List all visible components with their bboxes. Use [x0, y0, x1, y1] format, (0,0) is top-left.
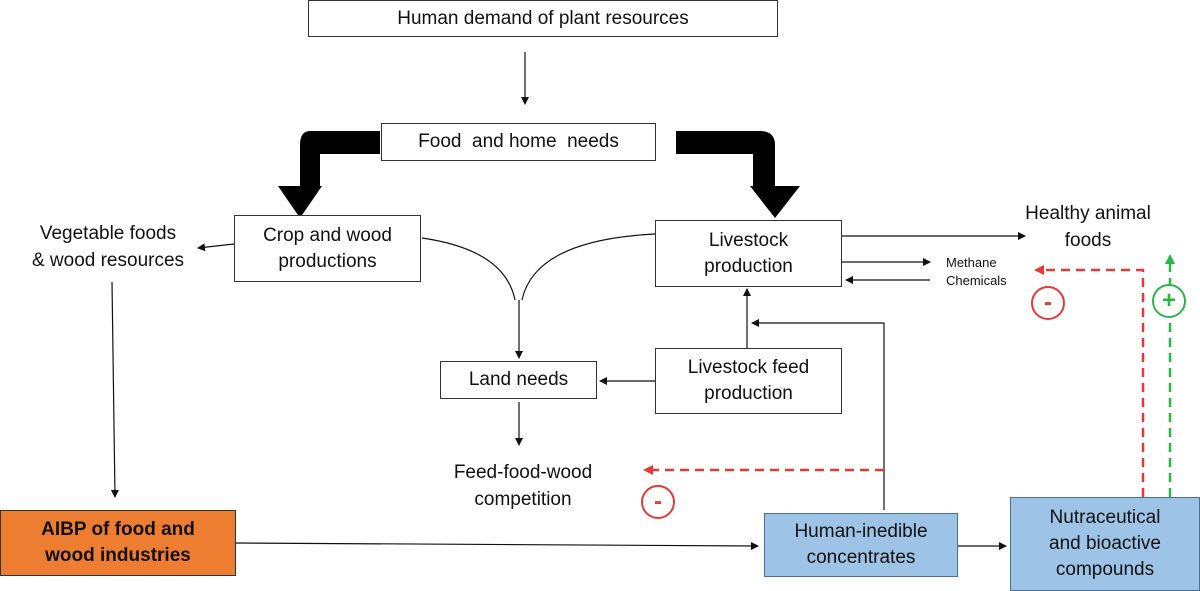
curve-livestock-to-land: [521, 233, 656, 301]
heavy-arrow-right: [676, 131, 800, 218]
heavy-arrow-left: [278, 131, 380, 218]
plus-sign-healthy: +: [1152, 284, 1186, 318]
minus-sign-chemicals: -: [1031, 286, 1065, 320]
minus-sign-competition: -: [641, 485, 675, 519]
arrow-inedible-to-livestock: [751, 319, 885, 510]
healthy-animal-foods-label: Healthy animal foods: [1025, 203, 1151, 251]
livestock-production-box: Livestock production: [655, 220, 842, 287]
chemicals-label: Chemicals: [946, 273, 1007, 288]
methane-label: Methane: [946, 255, 997, 270]
land-needs-box: Land needs: [440, 361, 597, 399]
crop-wood-label: Crop and wood productions: [263, 224, 392, 272]
arrow-vegetable-to-aibp: [110, 281, 119, 498]
food-home-needs-label: Food and home needs: [418, 131, 619, 152]
arrow-crop-to-vegetable: [197, 243, 235, 252]
vegetable-foods-label: Vegetable foods & wood resources: [31, 223, 185, 271]
nutraceutical-box: Nutraceutical and bioactive compounds: [1010, 497, 1200, 591]
plus-sign-healthy-text: +: [1161, 287, 1176, 314]
livestock-feed-label: Livestock feed production: [687, 357, 810, 404]
land-needs-label: Land needs: [468, 369, 569, 390]
arrow-aibp-to-inedible: [235, 541, 759, 550]
livestock-production-label: Livestock production: [704, 229, 793, 277]
aibp-box: AIBP of food and wood industries: [0, 510, 236, 576]
food-home-needs-box: Food and home needs: [381, 123, 656, 161]
crop-wood-box: Crop and wood productions: [234, 215, 421, 282]
nutraceutical-label: Nutraceutical and bioactive compounds: [1049, 507, 1161, 580]
curve-crop-to-land: [421, 237, 516, 301]
inedible-concentrates-label: Human-inedible concentrates: [794, 521, 928, 568]
competition-label: Feed-food-wood competition: [453, 462, 593, 510]
human-demand-label: Human demand of plant resources: [397, 7, 689, 29]
minus-sign-competition-text: -: [654, 488, 662, 515]
red-dashed-to-chemicals: [1034, 265, 1145, 497]
human-demand-box: Human demand of plant resources: [308, 0, 778, 37]
livestock-feed-box: Livestock feed production: [655, 348, 842, 414]
minus-sign-chemicals-text: -: [1044, 289, 1052, 316]
aibp-label: AIBP of food and wood industries: [41, 519, 195, 566]
inedible-concentrates-box: Human-inedible concentrates: [764, 513, 958, 577]
